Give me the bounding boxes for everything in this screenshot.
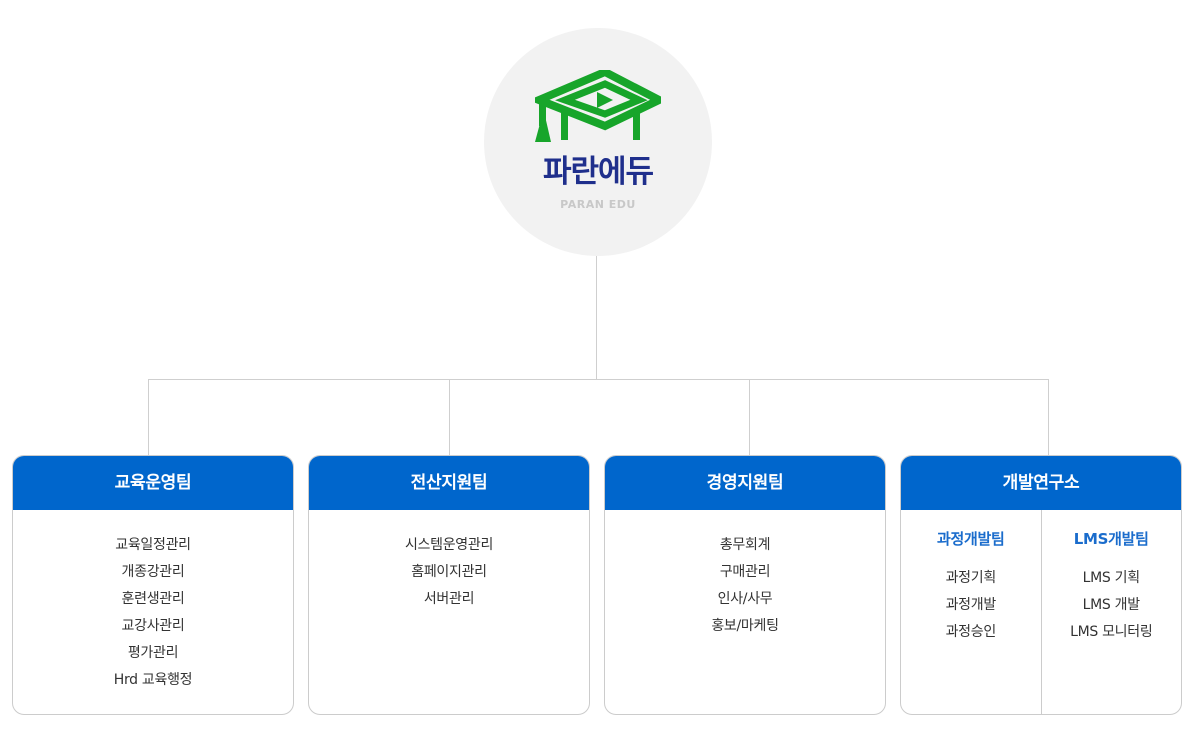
connector-drop-4 bbox=[1048, 379, 1049, 456]
connector-drop-3 bbox=[749, 379, 750, 456]
team-card-education-ops: 교육운영팀 교육일정관리 개종강관리 훈련생관리 교강사관리 평가관리 Hrd … bbox=[12, 455, 294, 715]
duty-item: 과정개발 bbox=[945, 597, 997, 613]
connector-drop-1 bbox=[148, 379, 149, 456]
duty-list: 총무회계 구매관리 인사/사무 홍보/마케팅 bbox=[605, 510, 885, 640]
duty-item: 과정승인 bbox=[945, 624, 997, 640]
subteam-lms-dev: LMS개발팀 LMS 기획 LMS 개발 LMS 모니터링 bbox=[1040, 510, 1182, 714]
org-root-logo: 파란에듀 PARAN EDU bbox=[484, 28, 712, 256]
duty-item: 구매관리 bbox=[719, 564, 771, 580]
subteam-columns: 과정개발팀 과정기획 과정개발 과정승인 LMS개발팀 LMS 기획 LMS 개… bbox=[901, 510, 1182, 714]
duty-item: 총무회계 bbox=[719, 537, 771, 553]
team-title: 전산지원팀 bbox=[309, 456, 589, 510]
duty-item: 교강사관리 bbox=[121, 618, 185, 634]
duty-item: Hrd 교육행정 bbox=[113, 672, 193, 688]
duty-item: 개종강관리 bbox=[121, 564, 185, 580]
duty-item: LMS 기획 bbox=[1082, 570, 1140, 586]
duty-list: 과정기획 과정개발 과정승인 bbox=[901, 551, 1041, 646]
brand-name: 파란에듀 bbox=[542, 154, 654, 190]
connector-drop-2 bbox=[449, 379, 450, 456]
team-card-management-support: 경영지원팀 총무회계 구매관리 인사/사무 홍보/마케팅 bbox=[604, 455, 886, 715]
duty-list: 교육일정관리 개종강관리 훈련생관리 교강사관리 평가관리 Hrd 교육행정 bbox=[13, 510, 293, 694]
connector-trunk bbox=[596, 256, 597, 380]
connector-branch bbox=[148, 379, 1049, 380]
subteam-title: LMS개발팀 bbox=[1073, 530, 1149, 548]
duty-item: 평가관리 bbox=[127, 645, 179, 661]
duty-item: 시스템운영관리 bbox=[404, 537, 494, 553]
team-title: 개발연구소 bbox=[901, 456, 1181, 510]
duty-item: 훈련생관리 bbox=[121, 591, 185, 607]
team-title: 교육운영팀 bbox=[13, 456, 293, 510]
subteam-title: 과정개발팀 bbox=[936, 530, 1005, 548]
duty-item: 과정기획 bbox=[945, 570, 997, 586]
duty-list: LMS 기획 LMS 개발 LMS 모니터링 bbox=[1042, 551, 1182, 646]
team-card-rnd-lab: 개발연구소 과정개발팀 과정기획 과정개발 과정승인 LMS개발팀 LMS 기획… bbox=[900, 455, 1182, 715]
duty-item: 홈페이지관리 bbox=[411, 564, 487, 580]
duty-item: 교육일정관리 bbox=[115, 537, 191, 553]
duty-list: 시스템운영관리 홈페이지관리 서버관리 bbox=[309, 510, 589, 613]
graduation-cap-play-icon bbox=[535, 70, 661, 142]
team-card-it-support: 전산지원팀 시스템운영관리 홈페이지관리 서버관리 bbox=[308, 455, 590, 715]
duty-item: 홍보/마케팅 bbox=[711, 618, 779, 634]
duty-item: 서버관리 bbox=[423, 591, 475, 607]
subteam-course-dev: 과정개발팀 과정기획 과정개발 과정승인 bbox=[901, 510, 1041, 714]
duty-item: LMS 모니터링 bbox=[1070, 624, 1153, 640]
duty-item: 인사/사무 bbox=[717, 591, 773, 607]
duty-item: LMS 개발 bbox=[1082, 597, 1140, 613]
brand-subtitle: PARAN EDU bbox=[560, 198, 636, 211]
team-title: 경영지원팀 bbox=[605, 456, 885, 510]
